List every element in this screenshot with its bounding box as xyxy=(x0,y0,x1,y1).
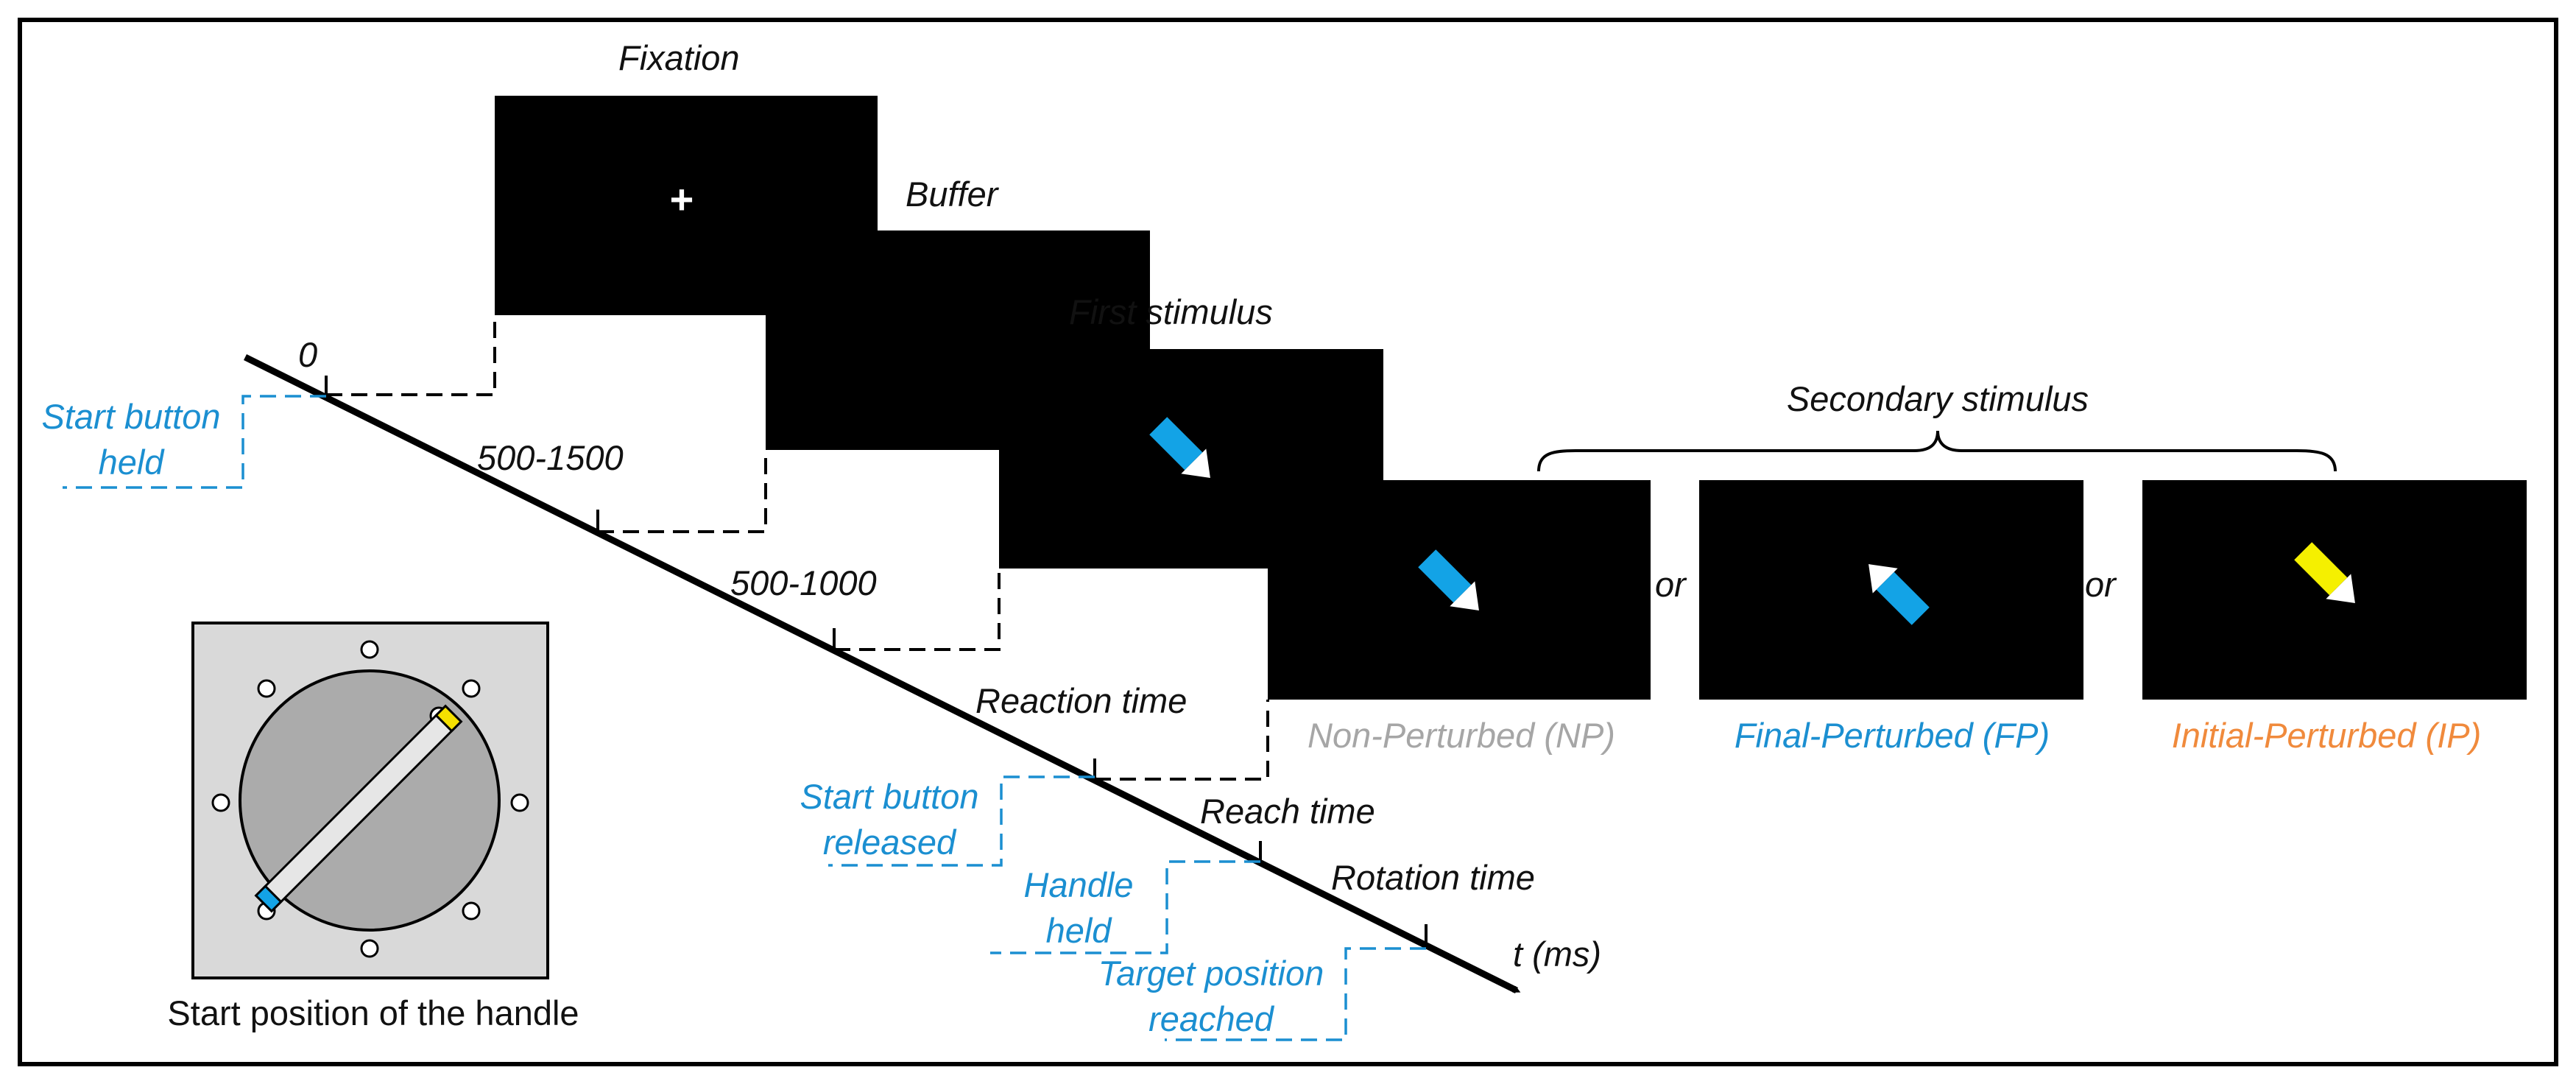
np-label: Non-Perturbed (NP) xyxy=(1308,716,1615,755)
first-stimulus-arrow-icon xyxy=(1149,417,1210,478)
fixation-cross: + xyxy=(670,176,694,222)
secondary-stimulus-brace xyxy=(1537,430,2337,472)
buffer-label: Buffer xyxy=(906,175,1000,214)
fixation-label: Fixation xyxy=(618,38,740,77)
first-stimulus-label: First stimulus xyxy=(1069,292,1273,331)
reach-time-label: Reach time xyxy=(1200,792,1375,831)
figure-border xyxy=(18,18,2558,1066)
event-lines xyxy=(63,395,1426,1041)
reaction-time-label: Reaction time xyxy=(975,681,1187,720)
t0-label: 0 xyxy=(298,335,317,374)
or-label-1: or xyxy=(1655,565,1687,604)
rotation-time-label: Rotation time xyxy=(1331,858,1535,897)
target-reached-label-line1: Target position xyxy=(1098,954,1324,993)
start-released-label-line1: Start button xyxy=(800,777,979,816)
ip-arrow-icon xyxy=(2294,542,2355,603)
handle-caption: Start position of the handle xyxy=(167,993,579,1032)
handle-apparatus xyxy=(191,622,549,979)
fp-arrow-icon xyxy=(1869,564,1930,625)
secondary-stimulus-label: Secondary stimulus xyxy=(1787,379,2089,418)
time-axis-label: t (ms) xyxy=(1513,935,1601,974)
np-stimulus-screen xyxy=(1268,480,1651,700)
ip-stimulus-screen xyxy=(2142,480,2527,700)
stage-transition-lines xyxy=(326,315,1269,781)
interval2-label: 500-1000 xyxy=(730,563,877,602)
handle-held-label-line2: held xyxy=(1046,911,1113,950)
handle-held-label-line1: Handle xyxy=(1024,865,1134,904)
start-held-label-line2: held xyxy=(99,443,166,482)
fp-label: Final-Perturbed (FP) xyxy=(1735,716,2050,755)
or-label-2: or xyxy=(2085,565,2117,604)
start-held-label-line1: Start button xyxy=(42,397,221,436)
handle-bar xyxy=(254,704,463,913)
interval1-label: 500-1500 xyxy=(477,438,624,477)
timeline-axis xyxy=(243,353,1521,994)
fp-stimulus-screen xyxy=(1699,480,2083,700)
target-reached-label-line2: reached xyxy=(1148,999,1275,1038)
start-released-label-line2: released xyxy=(823,823,957,862)
ip-label: Initial-Perturbed (IP) xyxy=(2172,716,2482,755)
np-arrow-icon xyxy=(1418,549,1479,610)
